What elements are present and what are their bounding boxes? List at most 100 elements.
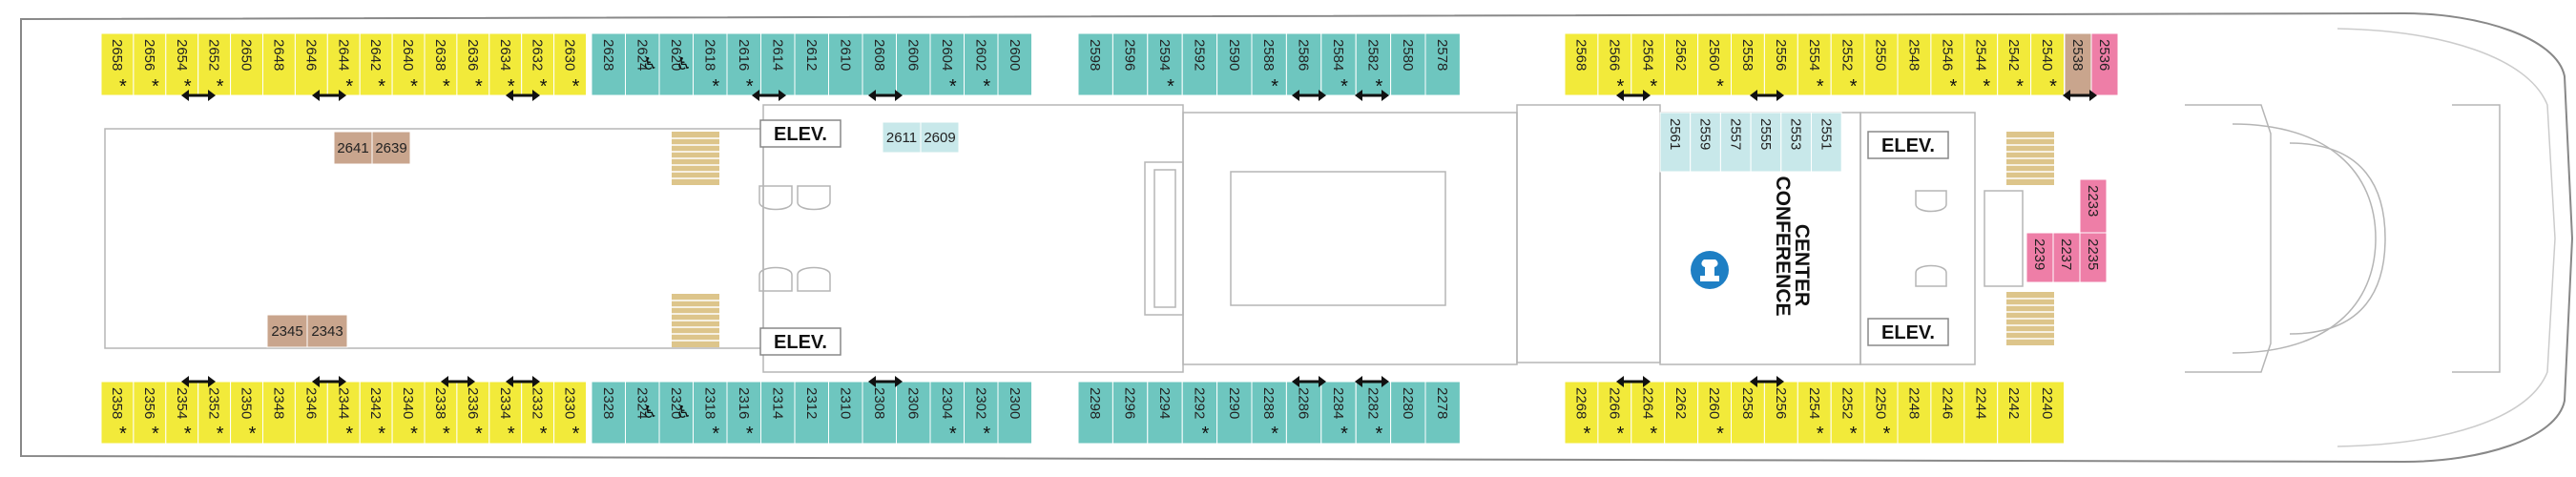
cabin[interactable]: 2594* (1147, 32, 1183, 97)
cabin[interactable]: 2336* (456, 381, 490, 445)
cabin[interactable]: 2634* (488, 32, 523, 97)
cabin[interactable]: 2350* (230, 381, 264, 445)
cabin[interactable]: 2608 (862, 32, 897, 96)
cabin[interactable]: 2240 (2030, 381, 2066, 445)
cabin[interactable]: 2561 (1659, 112, 1692, 173)
cabin[interactable]: 2345 (266, 314, 308, 348)
cabin[interactable]: 2332* (521, 381, 555, 445)
cabin[interactable]: 2244 (1963, 381, 1999, 445)
cabin[interactable]: 2624♿ (625, 32, 660, 96)
cabin[interactable]: 2559 (1690, 112, 1721, 173)
cabin[interactable]: 2600 (997, 32, 1032, 96)
cabin[interactable]: 2312 (794, 381, 829, 445)
cabin[interactable]: 2646 (294, 32, 328, 96)
cabin[interactable]: 2562 (1664, 32, 1699, 96)
cabin[interactable]: 2302* (964, 381, 999, 445)
cabin[interactable]: 2555 (1750, 112, 1782, 173)
cabin[interactable]: 2296 (1111, 381, 1149, 445)
cabin[interactable]: 2556 (1763, 32, 1798, 96)
cabin[interactable]: 2650 (230, 32, 264, 96)
cabin[interactable]: 2609 (920, 121, 960, 154)
cabin[interactable]: 2292* (1181, 381, 1218, 445)
cabin[interactable]: 2644* (326, 32, 361, 97)
cabin[interactable]: 2340* (391, 381, 426, 445)
cabin[interactable]: 2636* (456, 32, 490, 97)
cabin[interactable]: 2278 (1424, 381, 1461, 445)
cabin[interactable]: 2260* (1697, 381, 1732, 445)
cabin[interactable]: 2358* (100, 381, 135, 445)
cabin[interactable]: 2604* (929, 32, 965, 97)
cabin[interactable]: 2320♿ (658, 381, 694, 445)
cabin[interactable]: 2328 (591, 381, 626, 445)
cabin[interactable]: 2586 (1285, 32, 1322, 96)
cabin[interactable]: 2648 (262, 32, 296, 96)
cabin[interactable]: 2598 (1077, 32, 1113, 96)
cabin[interactable]: 2304* (929, 381, 965, 445)
cabin[interactable]: 2300 (997, 381, 1032, 445)
cabin[interactable]: 2348 (262, 381, 296, 445)
cabin[interactable]: 2268* (1564, 381, 1599, 445)
cabin[interactable]: 2536 (2090, 32, 2119, 96)
cabin[interactable]: 2294 (1147, 381, 1183, 445)
cabin[interactable]: 2330* (553, 381, 587, 445)
cabin[interactable]: 2551 (1811, 112, 1842, 173)
cabin[interactable]: 2588* (1251, 32, 1287, 97)
cabin[interactable]: 2354* (165, 381, 199, 445)
cabin[interactable]: 2306 (896, 381, 931, 445)
cabin[interactable]: 2334* (488, 381, 523, 445)
cabin[interactable]: 2286 (1285, 381, 1322, 445)
cabin[interactable]: 2606 (896, 32, 931, 96)
cabin[interactable]: 2280 (1390, 381, 1426, 445)
cabin[interactable]: 2638* (424, 32, 458, 97)
cabin[interactable]: 2564* (1631, 32, 1666, 97)
cabin[interactable]: 2298 (1077, 381, 1113, 445)
cabin[interactable]: 2314 (760, 381, 796, 445)
cabin[interactable]: 2552* (1830, 32, 1865, 97)
cabin[interactable]: 2546* (1930, 32, 1965, 97)
cabin[interactable]: 2628 (591, 32, 626, 96)
cabin[interactable]: 2602* (964, 32, 999, 97)
cabin[interactable]: 2618* (693, 32, 728, 97)
cabin[interactable]: 2610 (828, 32, 863, 96)
cabin[interactable]: 2316* (726, 381, 761, 445)
cabin[interactable]: 2548 (1897, 32, 1932, 96)
cabin[interactable]: 2656* (133, 32, 167, 97)
cabin[interactable]: 2290 (1216, 381, 1253, 445)
cabin[interactable]: 2256 (1763, 381, 1798, 445)
cabin[interactable]: 2554* (1797, 32, 1832, 97)
cabin[interactable]: 2540* (2030, 32, 2066, 97)
cabin[interactable]: 2239 (2025, 232, 2054, 283)
cabin[interactable]: 2282* (1355, 381, 1392, 445)
cabin[interactable]: 2310 (828, 381, 863, 445)
cabin[interactable]: 2642* (359, 32, 393, 97)
cabin[interactable]: 2246 (1930, 381, 1965, 445)
cabin[interactable]: 2641 (333, 131, 373, 165)
cabin[interactable]: 2262 (1664, 381, 1699, 445)
cabin[interactable]: 2288* (1251, 381, 1287, 445)
cabin[interactable]: 2560* (1697, 32, 1732, 97)
cabin[interactable]: 2538 (2064, 32, 2092, 96)
cabin[interactable]: 2592 (1181, 32, 1218, 96)
cabin[interactable]: 2324♿ (625, 381, 660, 445)
cabin[interactable]: 2596 (1111, 32, 1149, 96)
cabin[interactable]: 2584* (1320, 32, 1357, 97)
cabin[interactable]: 2266* (1597, 381, 1632, 445)
cabin[interactable]: 2550 (1863, 32, 1899, 96)
cabin[interactable]: 2356* (133, 381, 167, 445)
cabin[interactable]: 2582* (1355, 32, 1392, 97)
cabin[interactable]: 2235 (2079, 232, 2108, 283)
cabin[interactable]: 2544* (1963, 32, 1999, 97)
cabin[interactable]: 2611 (882, 121, 922, 154)
cabin[interactable]: 2342* (359, 381, 393, 445)
cabin[interactable]: 2652* (197, 32, 232, 97)
cabin[interactable]: 2630* (553, 32, 587, 97)
cabin[interactable]: 2580 (1390, 32, 1426, 96)
cabin[interactable]: 2557 (1719, 112, 1752, 173)
cabin[interactable]: 2654* (165, 32, 199, 97)
cabin[interactable]: 2558 (1731, 32, 1765, 96)
cabin[interactable]: 2352* (197, 381, 232, 445)
cabin[interactable]: 2318* (693, 381, 728, 445)
cabin[interactable]: 2344* (326, 381, 361, 445)
cabin[interactable]: 2553 (1780, 112, 1813, 173)
cabin[interactable]: 2343 (306, 314, 348, 348)
